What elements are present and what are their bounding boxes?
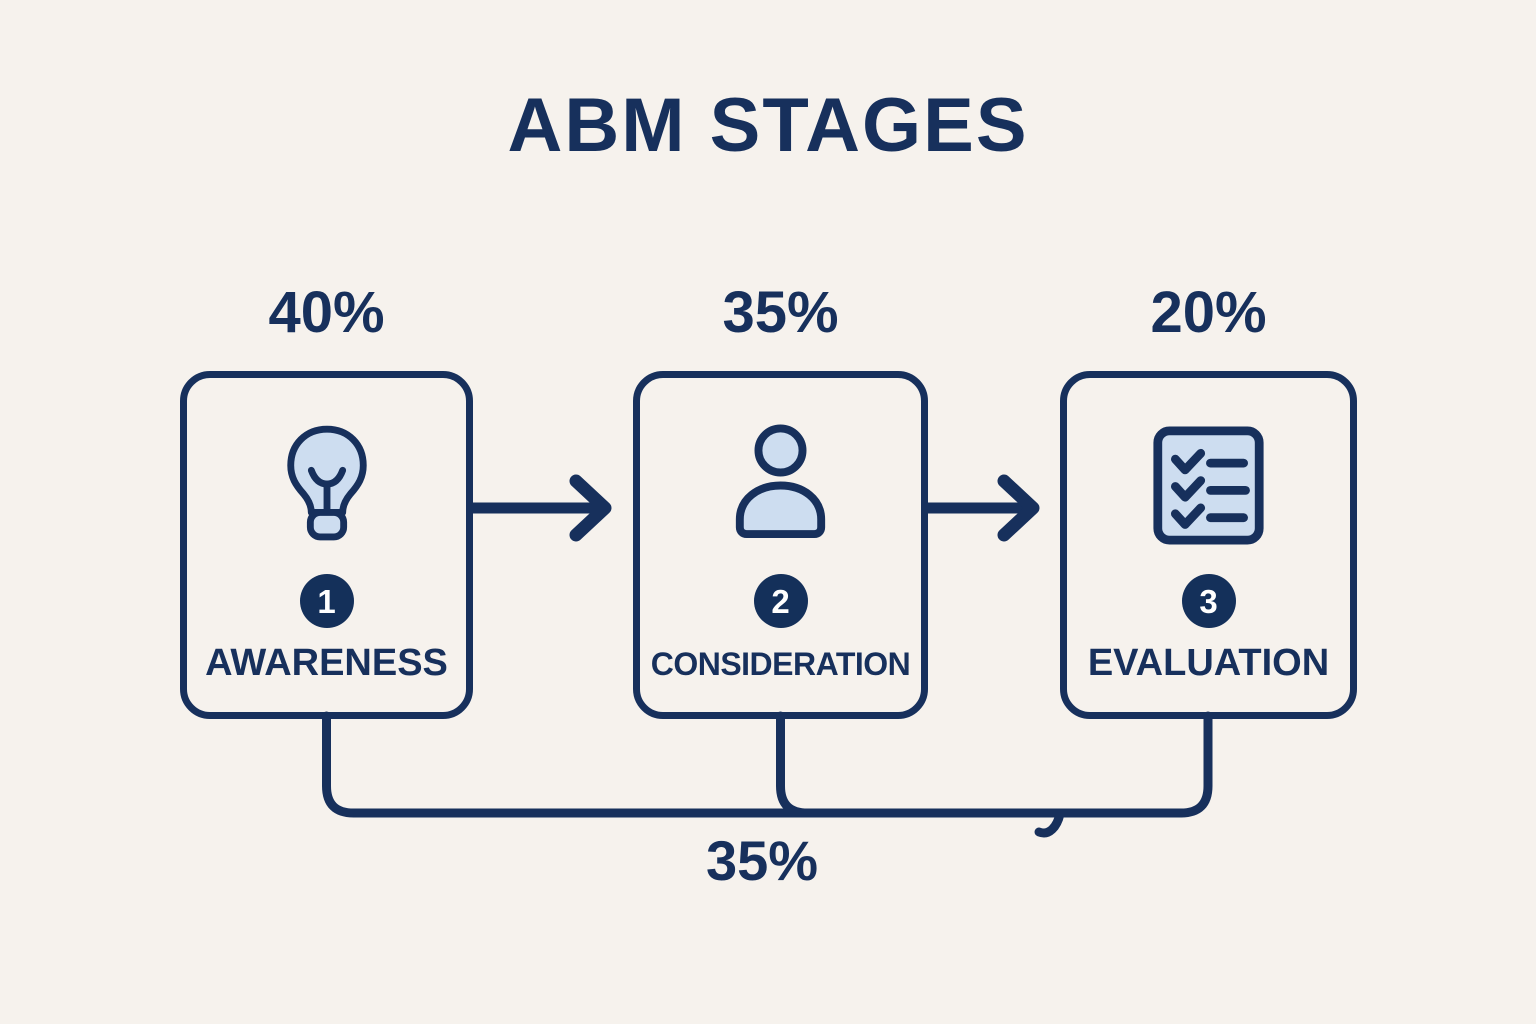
stage-label-consideration: CONSIDERATION [650, 646, 911, 682]
arrow-right-icon [922, 474, 1040, 542]
stage-card-evaluation: 3 EVALUATION [1060, 371, 1357, 719]
stage-number-badge: 3 [1181, 574, 1236, 628]
page-title: ABM STAGES [507, 83, 1029, 168]
stage-percent-consideration: 35% [722, 280, 839, 345]
stage-percent-awareness: 40% [268, 280, 385, 345]
bottom-connector-line [322, 711, 1213, 838]
person-icon [724, 420, 837, 550]
stage-card-consideration: 2 CONSIDERATION [633, 371, 928, 719]
stage-percent-evaluation: 20% [1150, 280, 1267, 345]
lightbulb-icon [278, 420, 376, 550]
bottom-connector-percent: 35% [705, 829, 819, 892]
stage-number-badge: 2 [753, 574, 808, 628]
stage-card-awareness: 1 AWARENESS [180, 371, 473, 719]
checklist-icon [1150, 420, 1267, 550]
stage-label-awareness: AWARENESS [205, 642, 448, 684]
stage-number-badge: 1 [299, 574, 354, 628]
arrow-right-icon [467, 474, 612, 542]
stage-label-evaluation: EVALUATION [1087, 642, 1330, 684]
